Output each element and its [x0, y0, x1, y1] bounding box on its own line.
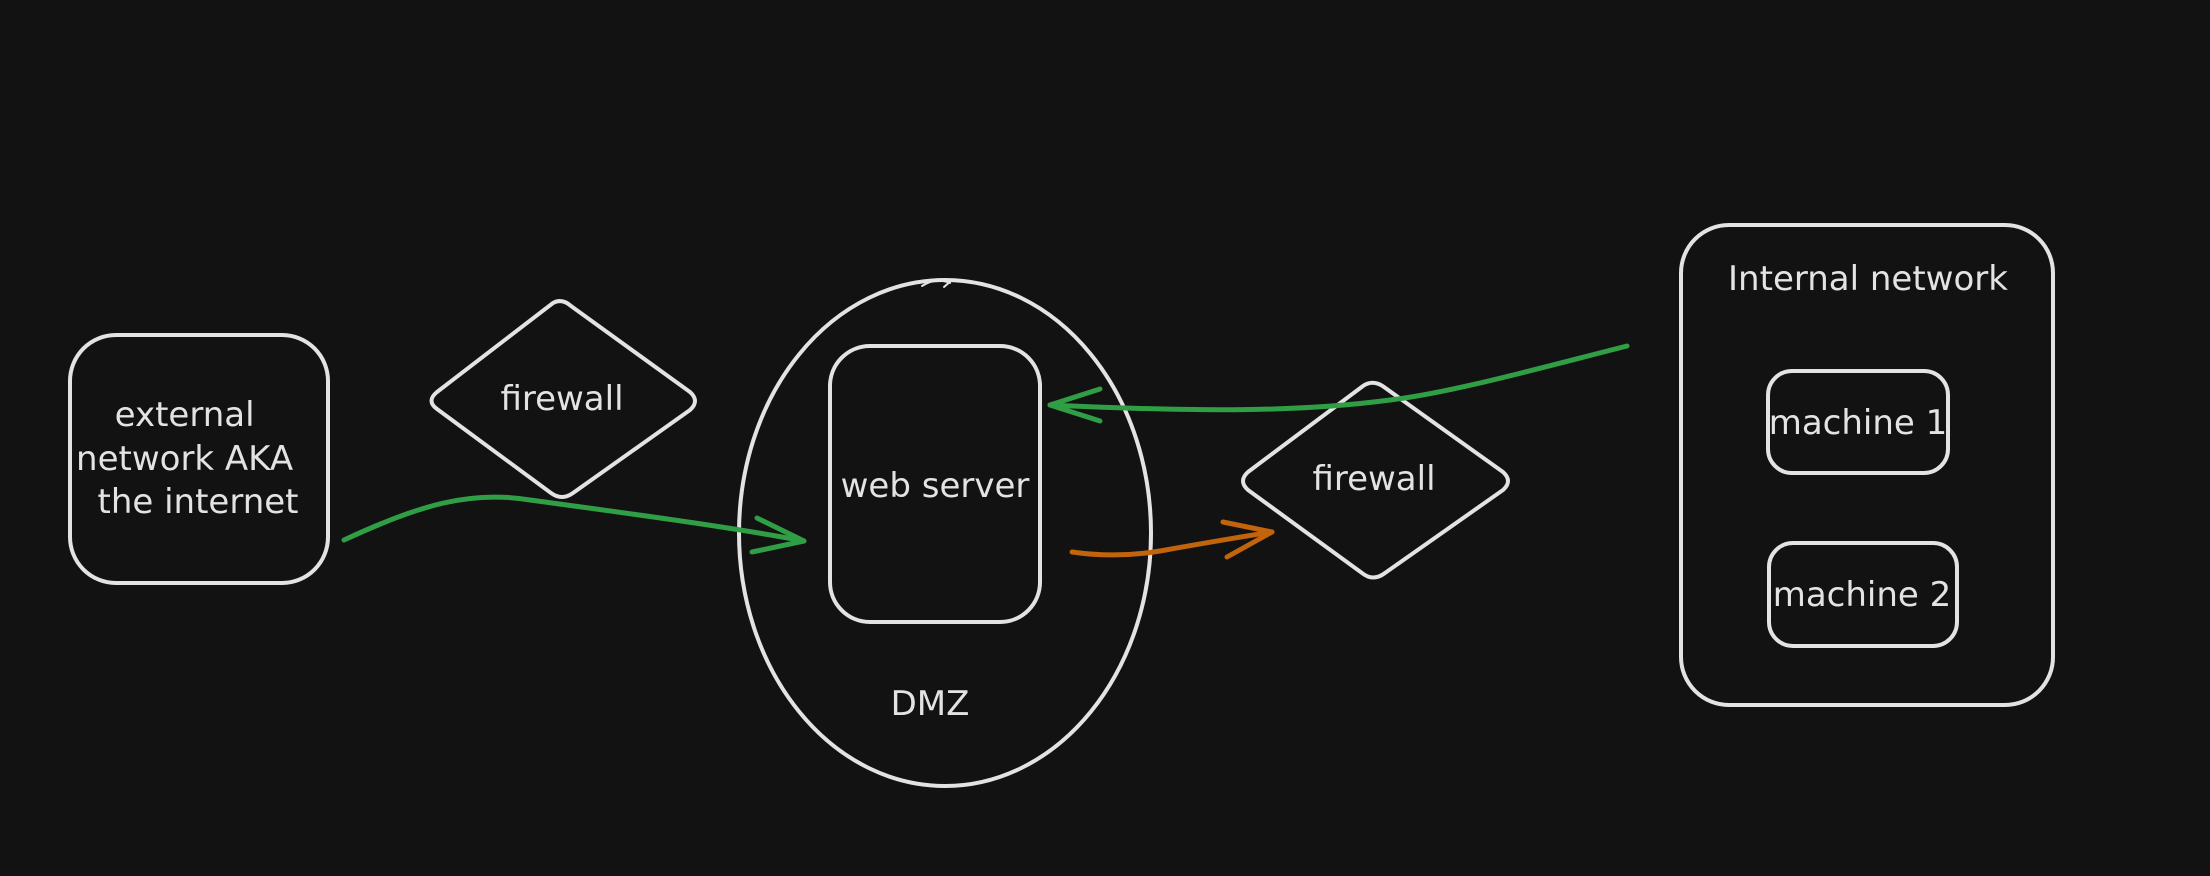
internet-to-web-server-line — [341, 494, 807, 544]
web-server-label: web server — [841, 466, 1030, 506]
firewall-inner-node[interactable]: firewall — [1241, 380, 1510, 580]
web-server-to-firewall-line — [1069, 529, 1275, 558]
external-network-node[interactable]: external network AKA the internet — [68, 333, 330, 585]
machine-2-node[interactable]: machine 2 — [1767, 541, 1959, 648]
internet-to-web-server-arrowhead — [749, 515, 807, 555]
machine-2-label: machine 2 — [1773, 575, 1952, 615]
firewall-outer-label: firewall — [500, 379, 623, 419]
dmz-label: DMZ — [891, 684, 970, 724]
firewall-outer-node[interactable]: firewall — [429, 299, 697, 499]
internal-network-container[interactable]: Internal network — [1679, 223, 2055, 707]
dmz-zone[interactable]: DMZ — [737, 278, 1153, 788]
firewall-inner-label: firewall — [1312, 459, 1435, 499]
machine-1-label: machine 1 — [1769, 403, 1948, 443]
machine-1-node[interactable]: machine 1 — [1766, 369, 1950, 475]
external-network-label-line-3: the internet — [97, 482, 298, 522]
web-server-node[interactable]: web server — [828, 344, 1042, 624]
internet-to-web-server-arrow[interactable] — [341, 494, 807, 555]
web-server-to-firewall-arrow[interactable] — [1069, 519, 1275, 560]
internal-to-web-server-line — [1047, 343, 1630, 413]
external-network-label-line-2: network AKA — [76, 439, 293, 479]
external-network-label-line-1: external — [115, 395, 255, 435]
internal-network-label: Internal network — [1728, 259, 2008, 299]
web-server-to-firewall-arrowhead — [1220, 519, 1275, 560]
internal-to-web-server-arrowhead — [1047, 386, 1103, 424]
external-network-label: external network AKA the internet — [76, 395, 304, 522]
internal-to-web-server-arrow[interactable] — [1047, 343, 1630, 424]
